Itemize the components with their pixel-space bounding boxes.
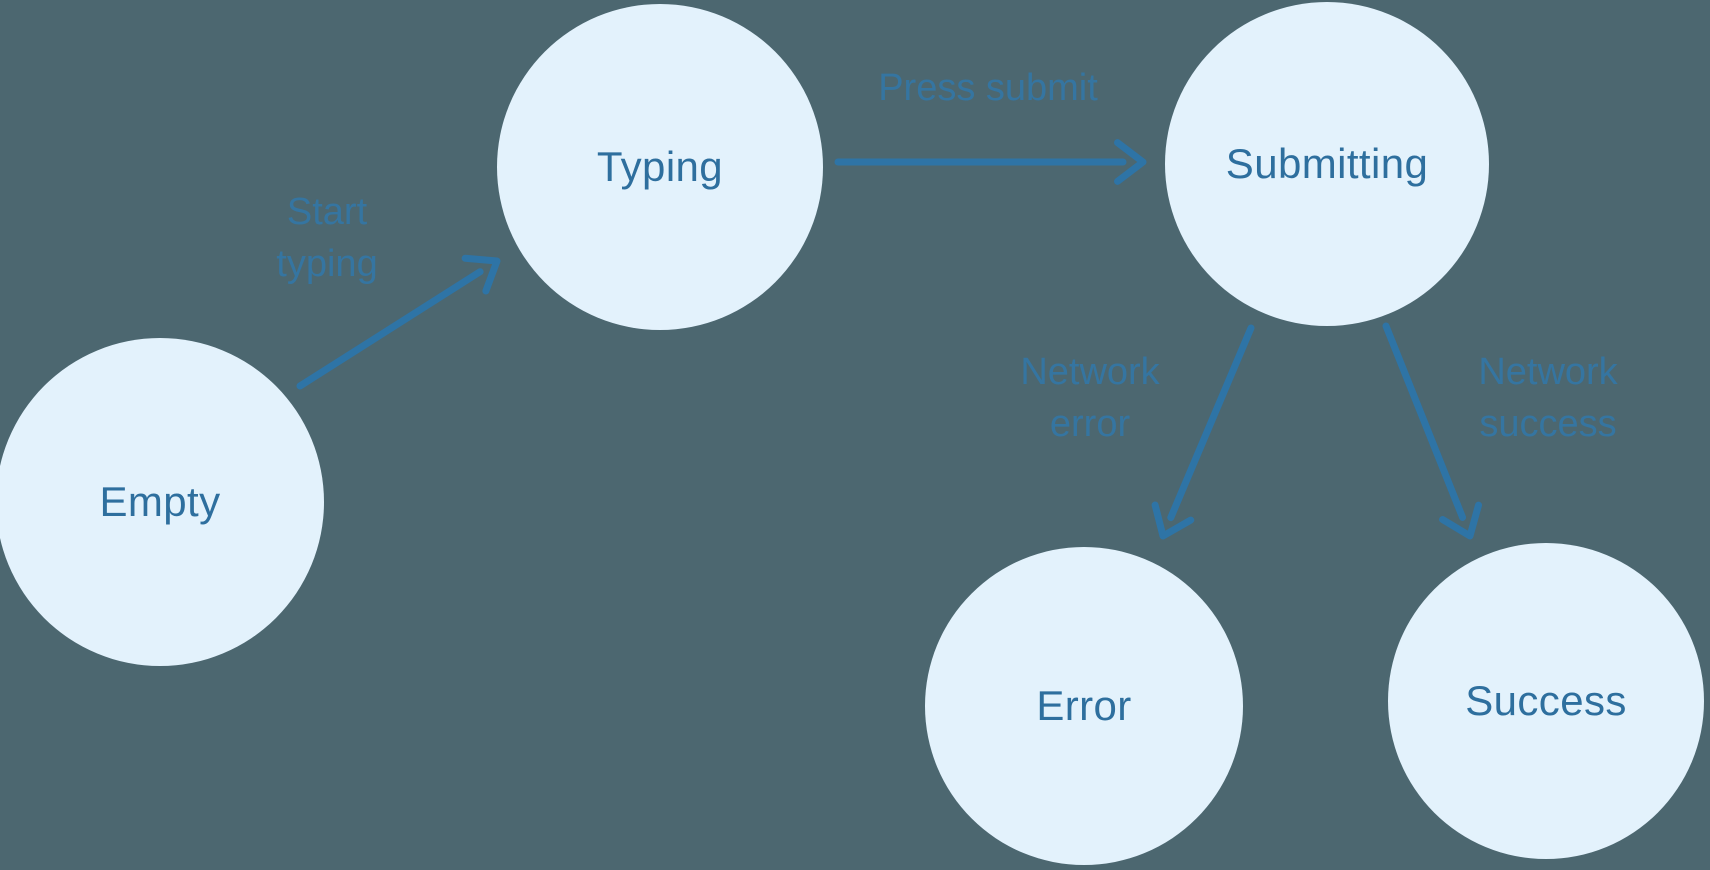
- edge-label-press-submit: Press submit: [878, 62, 1098, 114]
- state-node-typing: Typing: [497, 4, 823, 330]
- edge-label-network-success: Network success: [1478, 346, 1617, 450]
- arrowhead-icon-press-submit: [1114, 139, 1147, 185]
- arrowhead-icon-network-error: [1151, 501, 1195, 540]
- state-label-typing: Typing: [596, 143, 724, 190]
- edge-label-line: error: [1049, 403, 1131, 445]
- state-node-success: Success: [1388, 543, 1704, 859]
- state-node-error: Error: [925, 547, 1243, 865]
- edge-label-line: Start: [286, 191, 368, 233]
- state-node-empty: Empty: [0, 338, 324, 666]
- state-label-error: Error: [1036, 682, 1132, 729]
- edge-label-start-typing: Start typing: [276, 186, 377, 290]
- arrowhead-icon-start-typing: [461, 254, 501, 295]
- state-label-empty: Empty: [99, 478, 221, 525]
- edge-label-line: typing: [276, 243, 378, 285]
- edge-label-line: Press submit: [878, 67, 1098, 109]
- arrowhead-icon-network-success: [1439, 501, 1483, 540]
- arrow-line-start-typing: [296, 268, 484, 390]
- state-node-submitting: Submitting: [1165, 2, 1489, 326]
- edge-label-line: Network: [1478, 351, 1618, 393]
- edge-label-line: success: [1479, 403, 1617, 445]
- arrow-line-network-success: [1382, 322, 1467, 521]
- state-label-submitting: Submitting: [1225, 140, 1429, 187]
- edge-label-network-error: Network error: [1020, 346, 1159, 450]
- state-label-success: Success: [1465, 677, 1627, 724]
- edge-label-line: Network: [1020, 351, 1160, 393]
- arrow-line-network-error: [1167, 324, 1255, 522]
